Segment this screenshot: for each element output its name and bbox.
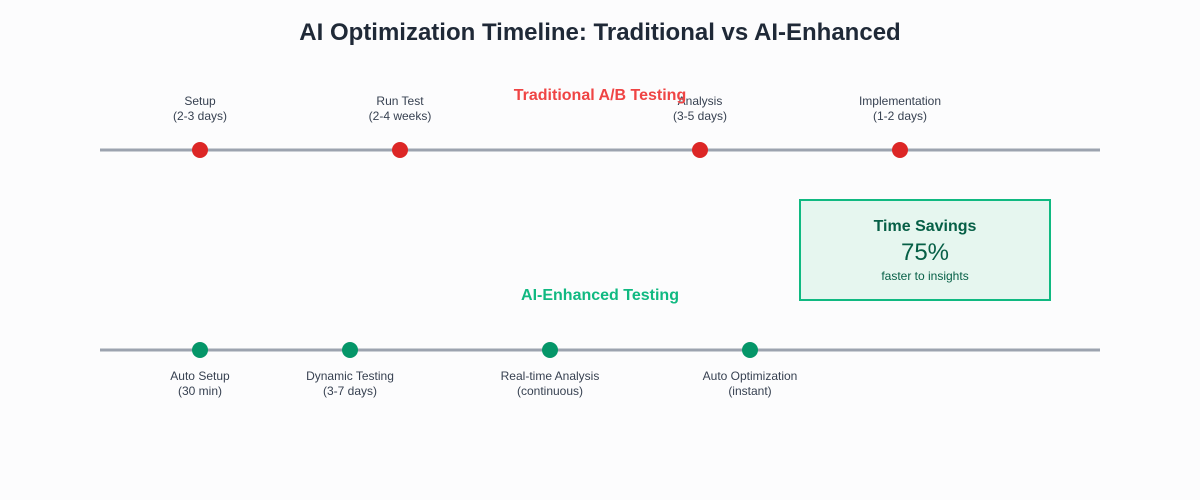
traditional-section-label: Traditional A/B Testing [514, 87, 686, 104]
step-name: Auto Setup [170, 369, 230, 383]
time-savings-box: Time Savings 75% faster to insights [799, 199, 1051, 301]
ai-step: Auto Optimization (instant) [703, 342, 798, 398]
step-name: Analysis [678, 94, 723, 108]
step-duration: (2-4 weeks) [369, 109, 432, 123]
step-name: Run Test [376, 94, 424, 108]
step-duration: (instant) [728, 384, 771, 398]
traditional-step-marker [692, 142, 708, 158]
traditional-step-marker [892, 142, 908, 158]
step-duration: (30 min) [178, 384, 222, 398]
time-savings-title: Time Savings [874, 218, 977, 235]
step-name: Setup [184, 94, 216, 108]
time-savings-caption: faster to insights [881, 269, 968, 283]
time-savings-value: 75% [901, 239, 949, 266]
ai-step: Auto Setup (30 min) [170, 342, 230, 398]
page-title: AI Optimization Timeline: Traditional vs… [299, 19, 900, 46]
traditional-step: Analysis (3-5 days) [673, 94, 727, 158]
traditional-step-marker [192, 142, 208, 158]
ai-step-marker [742, 342, 758, 358]
ai-step: Real-time Analysis (continuous) [501, 342, 600, 398]
step-name: Implementation [859, 94, 941, 108]
traditional-step-marker [392, 142, 408, 158]
ai-step-marker [342, 342, 358, 358]
step-name: Dynamic Testing [306, 369, 394, 383]
step-duration: (continuous) [517, 384, 583, 398]
step-duration: (2-3 days) [173, 109, 227, 123]
ai-step: Dynamic Testing (3-7 days) [306, 342, 394, 398]
traditional-step: Implementation (1-2 days) [859, 94, 941, 158]
ai-step-marker [192, 342, 208, 358]
traditional-step: Run Test (2-4 weeks) [369, 94, 432, 158]
ai-section-label: AI-Enhanced Testing [521, 287, 679, 304]
time-savings-box-bg [799, 199, 1051, 301]
step-name: Auto Optimization [703, 369, 798, 383]
step-duration: (1-2 days) [873, 109, 927, 123]
step-name: Real-time Analysis [501, 369, 600, 383]
step-duration: (3-5 days) [673, 109, 727, 123]
step-duration: (3-7 days) [323, 384, 377, 398]
ai-step-marker [542, 342, 558, 358]
traditional-step: Setup (2-3 days) [173, 94, 227, 158]
